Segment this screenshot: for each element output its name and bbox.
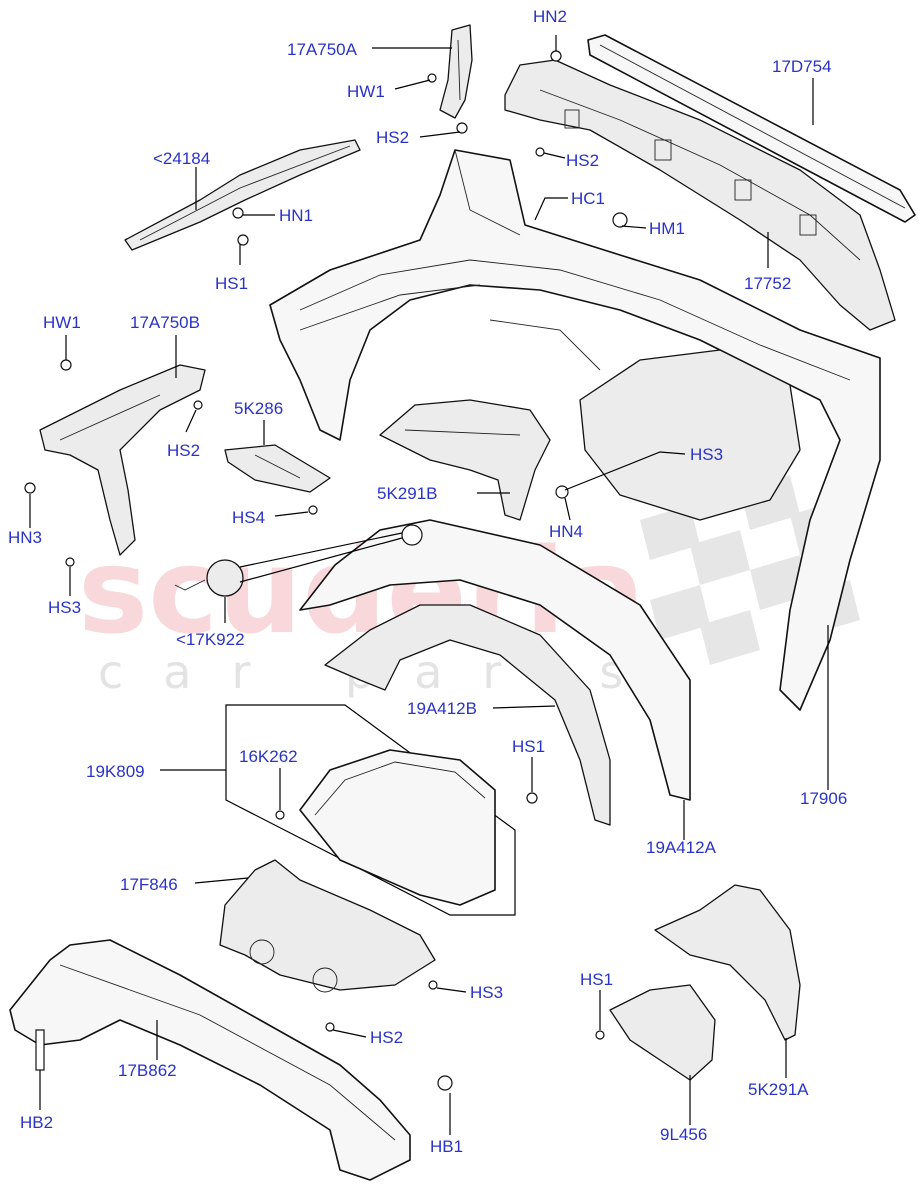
label-17F846: 17F846: [120, 875, 178, 894]
label-HM1: HM1: [649, 219, 685, 238]
part-17K922: [174, 532, 403, 597]
label-17A750B: 17A750B: [130, 313, 200, 332]
label-16K262: 16K262: [239, 747, 298, 766]
label-17752: 17752: [744, 274, 791, 293]
label-HS3-right: HS3: [690, 445, 723, 464]
label-HS2-lower: HS2: [370, 1028, 403, 1047]
label-17K922: <17K922: [176, 630, 245, 649]
fastener-HM1: [612, 212, 628, 228]
label-HB2: HB2: [20, 1113, 53, 1132]
label-HS3-lower: HS3: [470, 983, 503, 1002]
watermark: scuderia car parts: [78, 475, 860, 699]
fastener-16K262: [275, 810, 285, 820]
part-5K286: [224, 444, 331, 493]
label-HN3: HN3: [8, 528, 42, 547]
fastener-HW1b: [60, 359, 72, 371]
fastener-HN3: [24, 482, 36, 494]
label-5K291A: 5K291A: [748, 1080, 809, 1099]
part-17A750B: [39, 364, 206, 556]
part-19A412A: [299, 519, 691, 801]
part-9L456: [609, 984, 716, 1081]
label-17B862: 17B862: [118, 1061, 177, 1080]
fastener-HS1a: [237, 234, 249, 246]
label-9L456: 9L456: [660, 1125, 707, 1144]
label-HN2: HN2: [533, 7, 567, 26]
label-HS1-top: HS1: [215, 274, 248, 293]
part-17906: [269, 149, 881, 711]
part-5K291B: [379, 399, 551, 521]
fastener-HS2a: [456, 122, 468, 134]
fastener-HN1: [232, 207, 244, 219]
label-17D754: 17D754: [772, 57, 832, 76]
part-17A750A: [439, 24, 473, 119]
label-HS2-top: HS2: [376, 128, 409, 147]
label-HW1-side: HW1: [43, 313, 81, 332]
part-19K809-group: [225, 704, 516, 916]
label-19K809: 19K809: [86, 762, 145, 781]
part-24184: [124, 139, 361, 251]
part-17F846: [219, 859, 436, 993]
fastener-HS4: [308, 505, 318, 515]
label-5K286: 5K286: [234, 399, 283, 418]
fastener-HS2d: [325, 1022, 335, 1032]
label-HN4: HN4: [549, 522, 583, 541]
fastener-HB2: [35, 1029, 45, 1071]
label-19A412A: 19A412A: [646, 838, 717, 857]
leader-lines: [29, 35, 829, 1135]
fastener-HN2: [550, 50, 562, 62]
label-HW1-top: HW1: [347, 82, 385, 101]
fasteners: [24, 50, 628, 1091]
fastener-HB1: [437, 1075, 453, 1091]
fastener-HS3c: [428, 980, 438, 990]
label-HS2-side: HS2: [167, 441, 200, 460]
part-19A412B: [324, 604, 611, 826]
part-17B862: [9, 939, 411, 1181]
fastener-HS2b: [535, 147, 545, 157]
part-5K291A: [654, 884, 801, 1041]
fastener-HS1c: [595, 1030, 605, 1040]
fastener-HS2c: [193, 400, 203, 410]
fastener-HS3a: [65, 557, 75, 567]
part-17752: [504, 59, 896, 331]
callout-labels: 17A750A HN2 17D754 HW1 HS2 HS2 <24184 HN…: [8, 7, 847, 1156]
label-19A412B: 19A412B: [407, 699, 477, 718]
label-17A750A: 17A750A: [287, 40, 358, 59]
label-HS1-lower: HS1: [580, 970, 613, 989]
part-17D754: [587, 34, 916, 223]
label-HN1: HN1: [279, 206, 313, 225]
label-HB1: HB1: [430, 1137, 463, 1156]
label-HS4: HS4: [232, 508, 265, 527]
label-HC1: HC1: [571, 189, 605, 208]
label-17906: 17906: [800, 789, 847, 808]
label-24184: <24184: [153, 149, 210, 168]
label-HS3-left: HS3: [48, 598, 81, 617]
fastener-HN4: [555, 485, 569, 499]
fastener-HS1b: [526, 792, 538, 804]
label-HS1-mid: HS1: [512, 737, 545, 756]
label-HS2-upper: HS2: [566, 151, 599, 170]
label-5K291B: 5K291B: [377, 484, 438, 503]
